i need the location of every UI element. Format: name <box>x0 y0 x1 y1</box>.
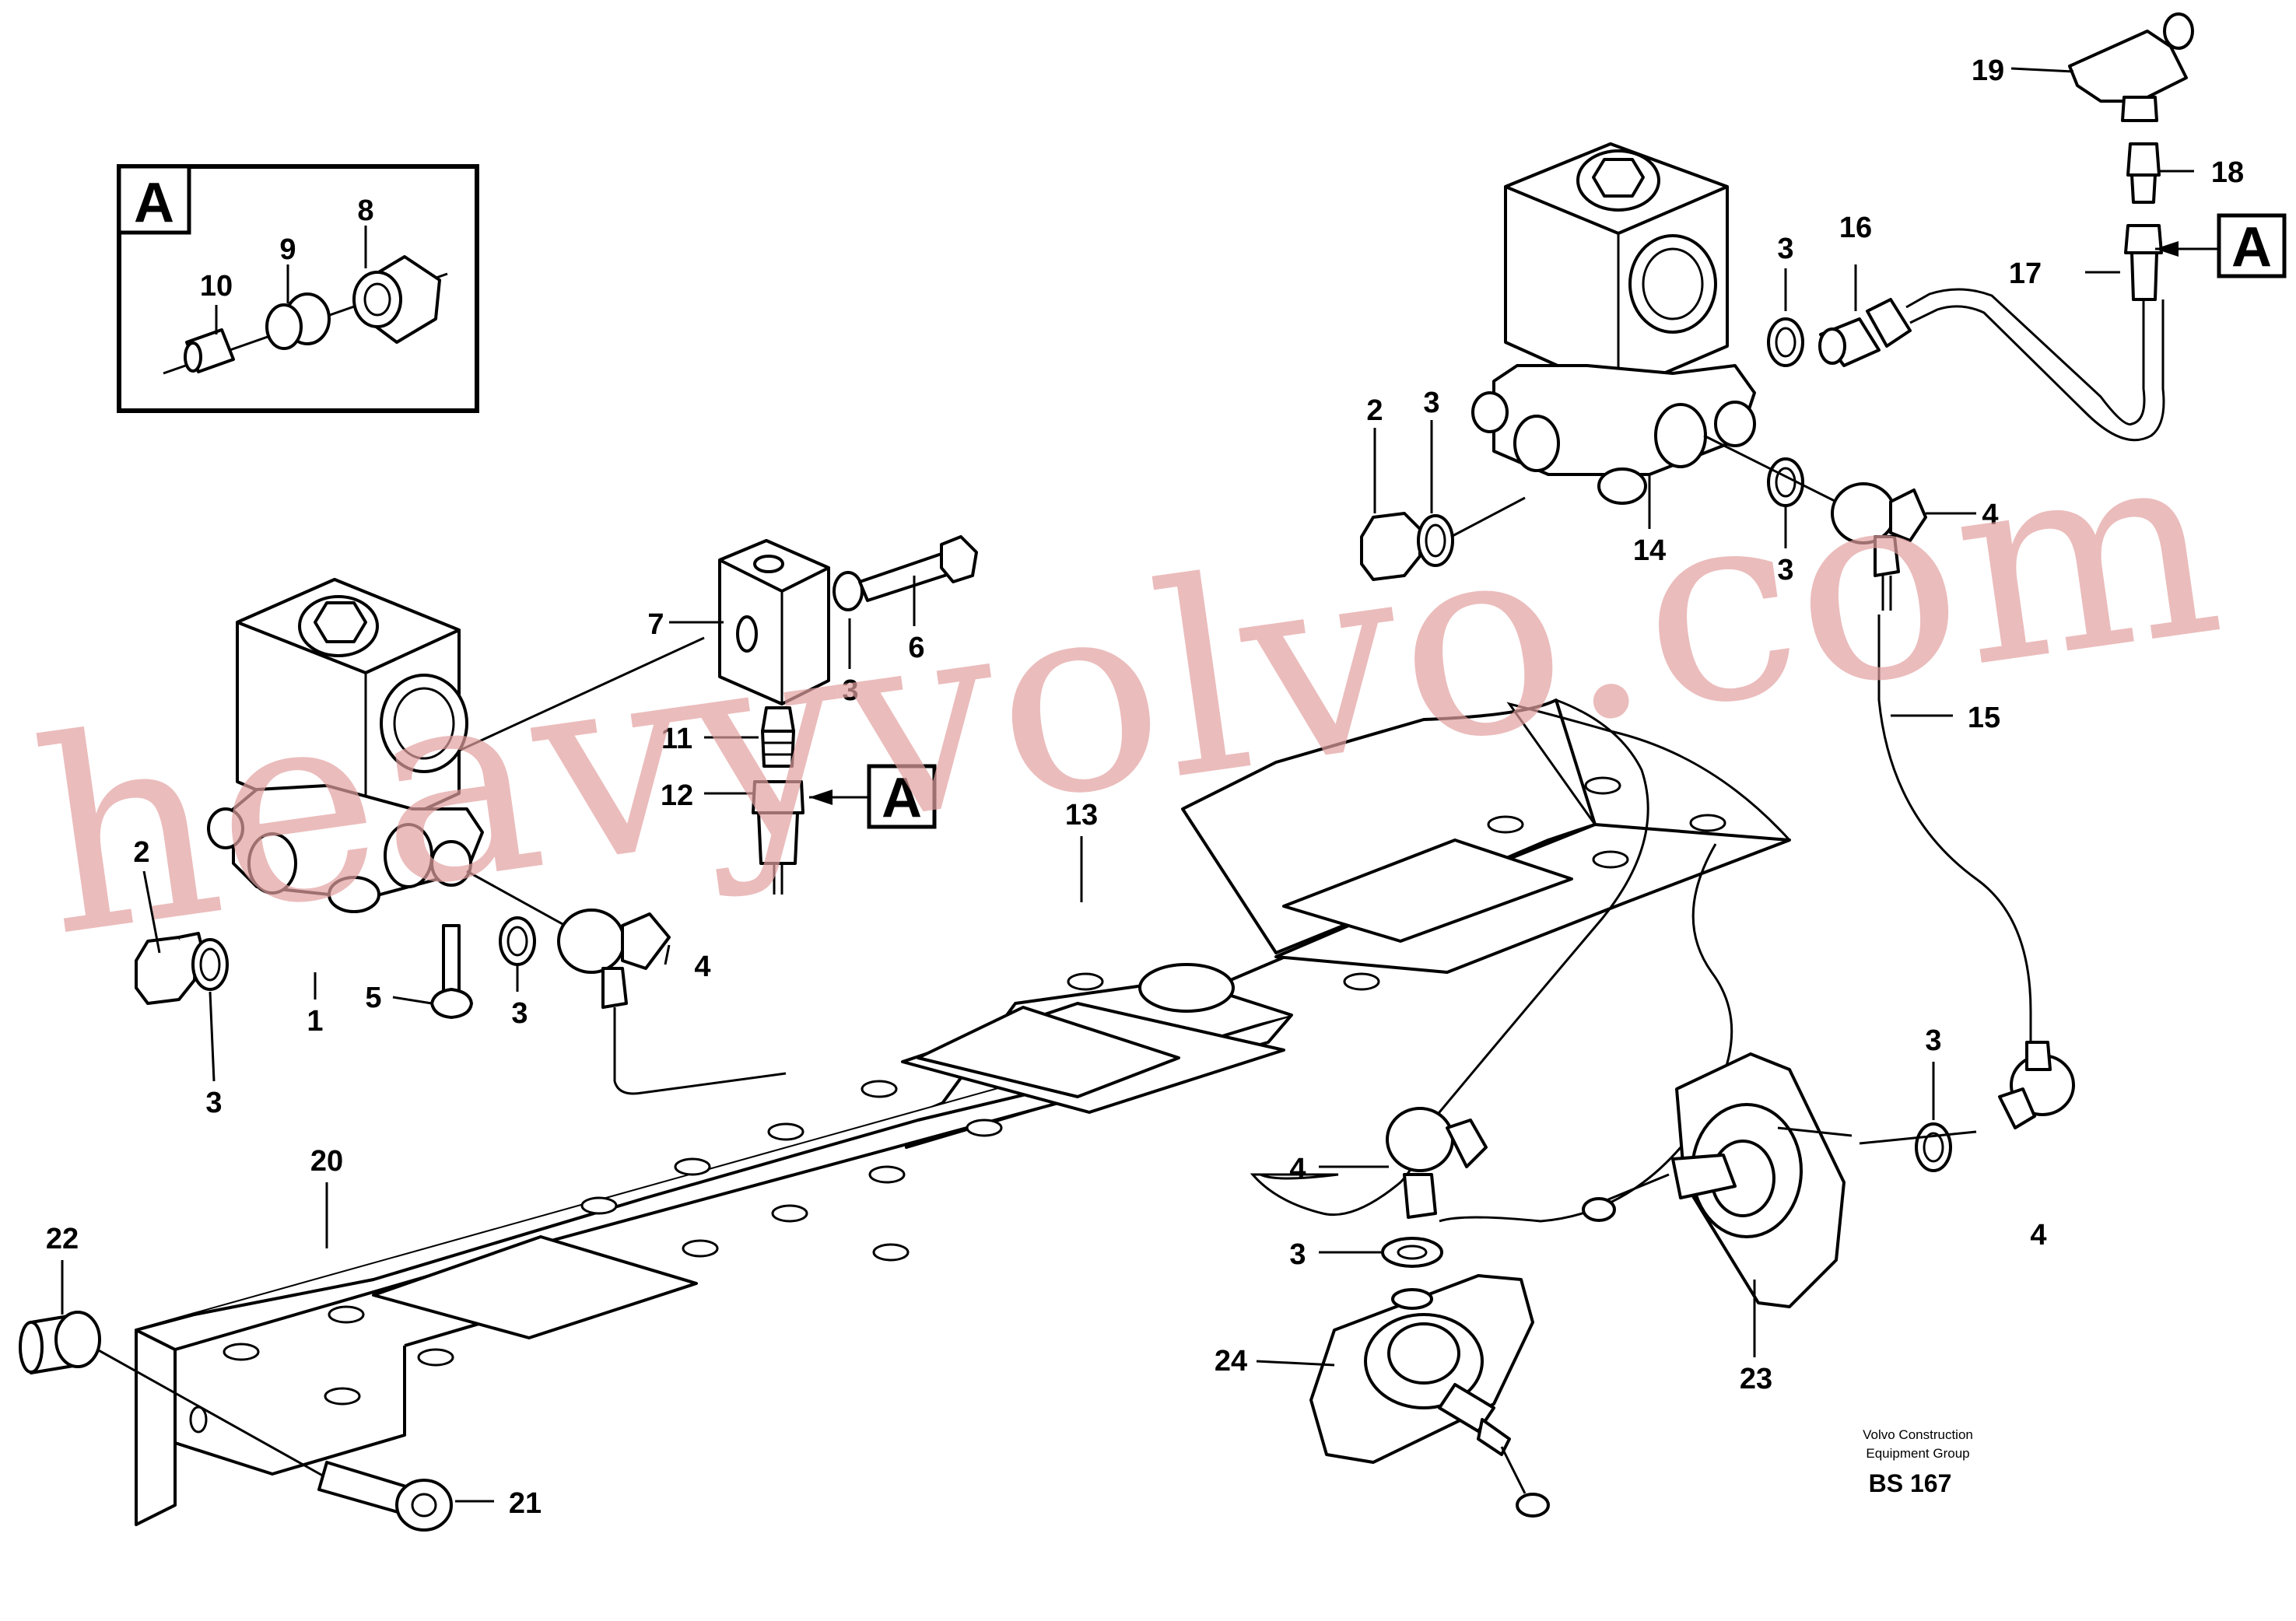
callout-18: 18 <box>2211 156 2244 189</box>
part-10-sleeve <box>184 328 235 373</box>
valve-14-right <box>1471 142 1756 505</box>
callout-3-left-a: 3 <box>205 1087 222 1119</box>
callout-labels: 2 3 1 5 3 4 7 3 6 11 12 13 20 22 21 2 3 … <box>46 54 2244 1520</box>
callout-3-left-b: 3 <box>511 997 528 1030</box>
cable-15 <box>1877 614 2032 1042</box>
callout-7: 7 <box>647 608 664 641</box>
part-4-banjo-mid <box>1386 1107 1488 1219</box>
drawing-code: BS 167 <box>1869 1469 1952 1497</box>
watermark-text: heavyvolvo.com <box>20 386 2236 996</box>
callout-4-right: 4 <box>1982 499 1998 531</box>
callout-3-mid: 3 <box>1289 1238 1306 1271</box>
leaders <box>61 67 2217 1503</box>
callout-3-switch: 3 <box>1925 1024 1941 1057</box>
callout-8: 8 <box>357 194 373 227</box>
svg-text:A: A <box>882 767 922 829</box>
part-5-screw <box>430 924 473 1019</box>
callout-9: 9 <box>279 233 296 266</box>
callout-22: 22 <box>46 1223 79 1255</box>
detail-a-callout-left: A <box>867 764 937 829</box>
part-3-washer-right-b <box>1767 317 1804 367</box>
callout-20: 20 <box>310 1145 343 1178</box>
part-3-washer-switch <box>1915 1122 1952 1172</box>
part-3-washer-mid <box>1381 1237 1443 1268</box>
callout-3-right-c: 3 <box>1777 554 1793 586</box>
callout-12: 12 <box>661 779 693 812</box>
callout-24: 24 <box>1215 1345 1247 1378</box>
detail-a-callout-right: A <box>2217 213 2287 278</box>
part-22-nut <box>19 1311 101 1374</box>
callout-21: 21 <box>509 1487 542 1520</box>
part-2-plug-right <box>1360 512 1421 581</box>
part-16-union-right <box>1818 298 1912 367</box>
detail-a-inset: A 10 9 8 <box>117 164 479 413</box>
credit-line-2: Equipment Group <box>1866 1446 1969 1461</box>
part-12-union <box>752 780 804 895</box>
part-4-banjo-left <box>557 909 787 1095</box>
callout-4-mid: 4 <box>1289 1153 1306 1185</box>
callout-5: 5 <box>365 982 381 1014</box>
part-21-bolt <box>317 1461 453 1532</box>
callout-6: 6 <box>908 632 924 664</box>
part-4-banjo-right <box>1831 482 1927 611</box>
callout-4-left: 4 <box>694 951 710 983</box>
callout-13: 13 <box>1065 799 1098 832</box>
callout-15: 15 <box>1968 702 2000 734</box>
part-24-pressure-switch <box>1309 1274 1550 1518</box>
callout-4-switch: 4 <box>2030 1219 2046 1252</box>
part-17-union-top <box>2124 224 2163 301</box>
callout-1: 1 <box>307 1005 323 1038</box>
cable-13 <box>1250 698 1649 1217</box>
plate-20 <box>135 1002 1285 1526</box>
callout-2-left: 2 <box>133 836 149 869</box>
callout-3-right-b: 3 <box>1777 233 1793 265</box>
pipe-16-17 <box>1905 288 2146 426</box>
svg-text:A: A <box>2231 216 2272 278</box>
part-9-ring <box>265 292 331 350</box>
part-3-washer-right-a <box>1417 514 1454 567</box>
part-23-pressure-switch <box>1582 1052 1853 1308</box>
callout-2-right: 2 <box>1366 394 1383 427</box>
detail-tag-a: A <box>134 172 174 234</box>
callout-10: 10 <box>200 270 233 303</box>
part-6-bolt <box>858 535 978 602</box>
callout-11: 11 <box>661 723 692 755</box>
part-7-block <box>718 539 830 705</box>
callout-3-right-a: 3 <box>1423 387 1439 419</box>
part-11-nipple <box>761 706 795 768</box>
callout-3-block: 3 <box>842 674 858 707</box>
part-19-tee <box>2068 12 2194 122</box>
part-4-banjo-switch <box>1998 1041 2075 1129</box>
part-18-nipple-top <box>2126 142 2161 204</box>
part-8-nut <box>352 255 441 344</box>
callout-14: 14 <box>1633 534 1666 567</box>
valve-1-left <box>207 578 484 913</box>
part-3-washer-left-a <box>191 938 229 991</box>
callout-16: 16 <box>1839 212 1872 244</box>
callout-17: 17 <box>2009 257 2042 290</box>
callout-19: 19 <box>1972 54 2004 87</box>
credit-line-1: Volvo Construction <box>1863 1427 1973 1442</box>
callout-23: 23 <box>1740 1363 1772 1395</box>
